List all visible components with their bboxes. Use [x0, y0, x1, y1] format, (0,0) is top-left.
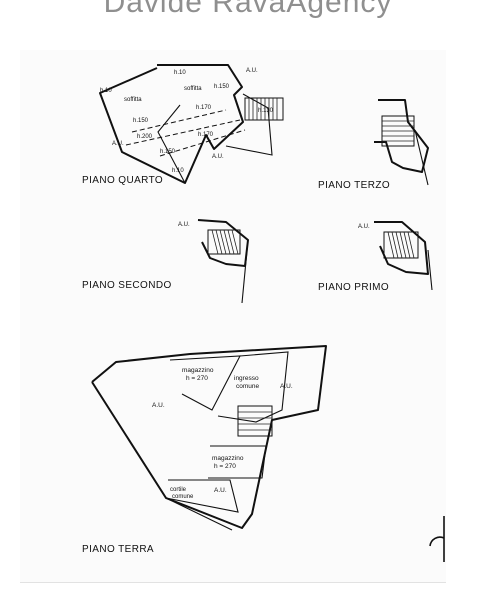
quarto-label-4: h.150 — [214, 84, 230, 90]
quarto-label-6: h.130 — [258, 108, 274, 114]
quarto-label-0: h.10 — [100, 88, 112, 94]
floor-plan-sheet: h.10 A.U. soffitta soffitta h.150 h.170 … — [20, 50, 446, 583]
primo-edge — [427, 249, 433, 291]
quarto-label-5: h.170 — [196, 105, 212, 111]
terra-cortile-2: comune — [172, 494, 194, 500]
terra-magazzino-2-h: h = 270 — [214, 463, 236, 470]
terra-ingresso — [217, 351, 289, 423]
terra-magazzino-1 — [169, 355, 241, 411]
terra-ingresso-1: ingresso — [234, 375, 259, 382]
plan-terra: magazzino h = 270 ingresso comune A.U. A… — [82, 345, 327, 555]
terra-au-right: A.U. — [280, 383, 293, 390]
quarto-label-2: soffitta — [124, 97, 142, 103]
secondo-title: PIANO SECONDO — [82, 280, 172, 291]
quarto-label-3: soffitta — [184, 86, 202, 92]
terra-ingresso-2: comune — [236, 383, 260, 390]
quarto-label-10: h.170 — [198, 132, 214, 138]
terra-cortile — [165, 479, 239, 513]
plan-terzo: PIANO TERZO — [318, 99, 429, 191]
secondo-au: A.U. — [178, 222, 190, 228]
quarto-height-line-2 — [131, 109, 227, 133]
quarto-label-13: A.U. — [212, 154, 224, 160]
terra-magazzino-2: magazzino — [212, 455, 244, 462]
secondo-stair — [207, 229, 241, 255]
terzo-wall — [374, 99, 429, 173]
quarto-label-8: h.150 — [133, 118, 149, 124]
terra-outer-wall — [91, 345, 327, 529]
terra-magazzino-2 — [208, 445, 267, 479]
floor-plan-drawing: h.10 A.U. soffitta soffitta h.150 h.170 … — [82, 64, 445, 562]
terzo-edge — [414, 129, 429, 186]
terra-au-left: A.U. — [152, 402, 165, 409]
quarto-label-7: h.10 — [174, 70, 186, 76]
terzo-title: PIANO TERZO — [318, 180, 390, 191]
primo-title: PIANO PRIMO — [318, 282, 389, 293]
quarto-right-wall — [225, 93, 273, 156]
terra-lower-edge — [165, 497, 233, 531]
quarto-label-12: h.150 — [160, 149, 176, 155]
terra-title: PIANO TERRA — [82, 544, 154, 555]
plan-quarto: h.10 A.U. soffitta soffitta h.150 h.170 … — [82, 64, 284, 186]
primo-stair — [383, 231, 419, 259]
terra-au-bottom: A.U. — [214, 487, 227, 494]
quarto-label-1: A.U. — [246, 68, 258, 74]
quarto-outer-wall — [99, 64, 244, 184]
plan-secondo: A.U. PIANO SECONDO — [82, 219, 249, 304]
quarto-label-9: h.200 — [137, 134, 153, 140]
quarto-height-line-1 — [125, 119, 241, 146]
secondo-edge — [241, 239, 249, 304]
agency-name: Davide RavaAgency — [103, 0, 393, 19]
terra-magazzino-1: magazzino — [182, 367, 214, 374]
quarto-title: PIANO QUARTO — [82, 175, 163, 186]
plan-primo: A.U. PIANO PRIMO — [318, 221, 433, 293]
quarto-label-14: h.10 — [172, 168, 184, 174]
terra-magazzino-1-h: h = 270 — [186, 375, 208, 382]
terzo-stair — [381, 115, 415, 147]
terra-cortile-1: cortile — [170, 487, 187, 493]
quarto-stair — [244, 97, 284, 121]
agency-header: Davide RavaAgency — [0, 0, 496, 24]
primo-au: A.U. — [358, 224, 370, 230]
compass-icon — [429, 516, 445, 562]
primo-wall — [374, 221, 429, 275]
quarto-inner-wall — [157, 104, 186, 184]
quarto-label-11: A.U. — [112, 141, 124, 147]
quarto-height-line-3 — [159, 129, 246, 157]
terra-stair — [237, 405, 273, 437]
